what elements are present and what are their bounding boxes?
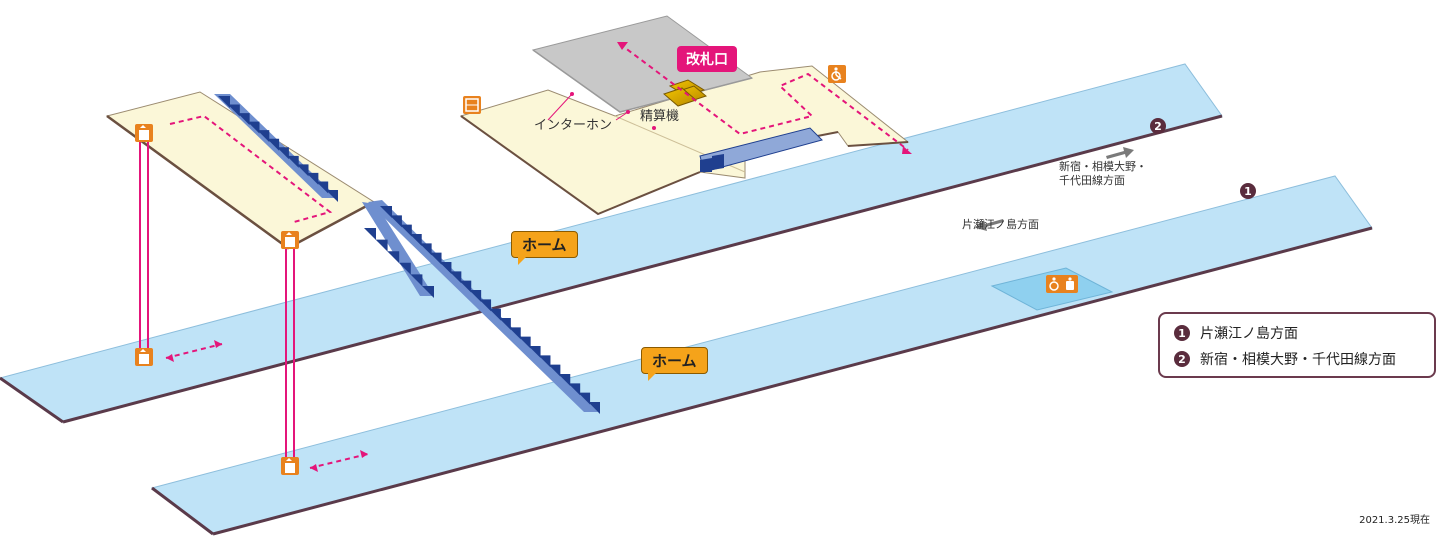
tactile-map-icon (463, 96, 481, 114)
stair-step (422, 286, 434, 298)
stairs-gate (699, 127, 823, 173)
ticket-gates (663, 79, 708, 107)
route-platform-upper (165, 343, 223, 359)
stair-step (227, 104, 240, 117)
direction-arrow-icon (1106, 147, 1134, 159)
legend-text: 新宿・相模大野・千代田線方面 (1200, 352, 1396, 368)
route-platform-lower (309, 453, 369, 469)
stair-step (286, 155, 299, 168)
platform-lower (150, 175, 1373, 536)
direction-arrow-icon (976, 219, 1004, 231)
stair-step (410, 274, 423, 287)
elevator-shaft-left (139, 140, 149, 350)
stairs-middle (362, 202, 434, 298)
fare-adjustment-label: 精算機 (640, 109, 680, 124)
stair-step (578, 392, 591, 405)
date-note: 2021.3.25現在 (1359, 515, 1430, 526)
stair-step (257, 130, 270, 143)
gate-label: 改札口 (677, 46, 737, 72)
legend: 1 片瀬江ノ島方面 2 新宿・相模大野・千代田線方面 (1158, 312, 1436, 378)
stairs-main (368, 200, 600, 414)
platform-number-badge-1: 1 (1240, 183, 1256, 199)
svg-text:1: 1 (1244, 185, 1252, 198)
accessible-toilet-icon (1046, 275, 1078, 293)
stair-step (306, 172, 319, 185)
direction-label-lower: 片瀬江ノ島方面 (962, 218, 1039, 231)
elevator-icon (135, 348, 153, 366)
stair-step (429, 252, 442, 265)
stair-step (387, 251, 400, 264)
direction-label-upper: 新宿・相模大野・ 千代田線方面 (1059, 160, 1147, 187)
stair-step (375, 239, 388, 252)
platform-number-badge-2: 2 (1150, 118, 1166, 134)
stair-step (568, 383, 581, 396)
legend-item: 1 片瀬江ノ島方面 (1174, 320, 1420, 346)
stair-step (488, 308, 501, 321)
stair-step (276, 147, 289, 160)
stair-step (409, 234, 422, 246)
stairs-left (214, 94, 338, 202)
elevator-icon (281, 457, 299, 475)
stair-step (399, 224, 412, 237)
stair-step (439, 262, 452, 274)
intercom-label: インターホン (534, 118, 613, 133)
stair-step (538, 355, 551, 368)
stair-step (479, 299, 492, 312)
elevator-shaft-right (285, 248, 295, 462)
stair-step (296, 164, 309, 177)
stair-step (518, 336, 531, 349)
stair-step (380, 206, 392, 218)
wheelchair-icon (828, 65, 846, 83)
stair-step (237, 113, 250, 126)
legend-number: 1 (1174, 325, 1190, 341)
stair-step (449, 271, 462, 284)
legend-text: 片瀬江ノ島方面 (1200, 326, 1298, 342)
stair-step (558, 374, 571, 386)
stair-step (469, 290, 482, 302)
platform-callout-lower: ホーム (641, 347, 708, 381)
stair-step (398, 262, 411, 275)
stair-step (459, 280, 472, 293)
elevator-icon (135, 124, 153, 142)
stair-step (364, 228, 376, 240)
stair-step (548, 364, 561, 377)
legend-item: 2 新宿・相模大野・千代田線方面 (1174, 346, 1420, 372)
platform-callout-upper: ホーム (511, 231, 578, 265)
stair-step (247, 121, 260, 134)
legend-number: 2 (1174, 351, 1190, 367)
route-gate (619, 43, 909, 151)
platform-upper (0, 63, 1223, 424)
stair-step (267, 138, 280, 151)
elevator-icon (281, 231, 299, 249)
svg-text:2: 2 (1154, 120, 1162, 133)
stair-step (508, 327, 521, 340)
stair-step (389, 215, 402, 228)
stair-step (316, 181, 329, 194)
stair-step (326, 190, 338, 202)
stair-step (528, 346, 541, 358)
stair-step (588, 402, 600, 414)
stair-step (498, 318, 511, 330)
stair-step (218, 96, 230, 108)
stair-step (419, 243, 432, 256)
